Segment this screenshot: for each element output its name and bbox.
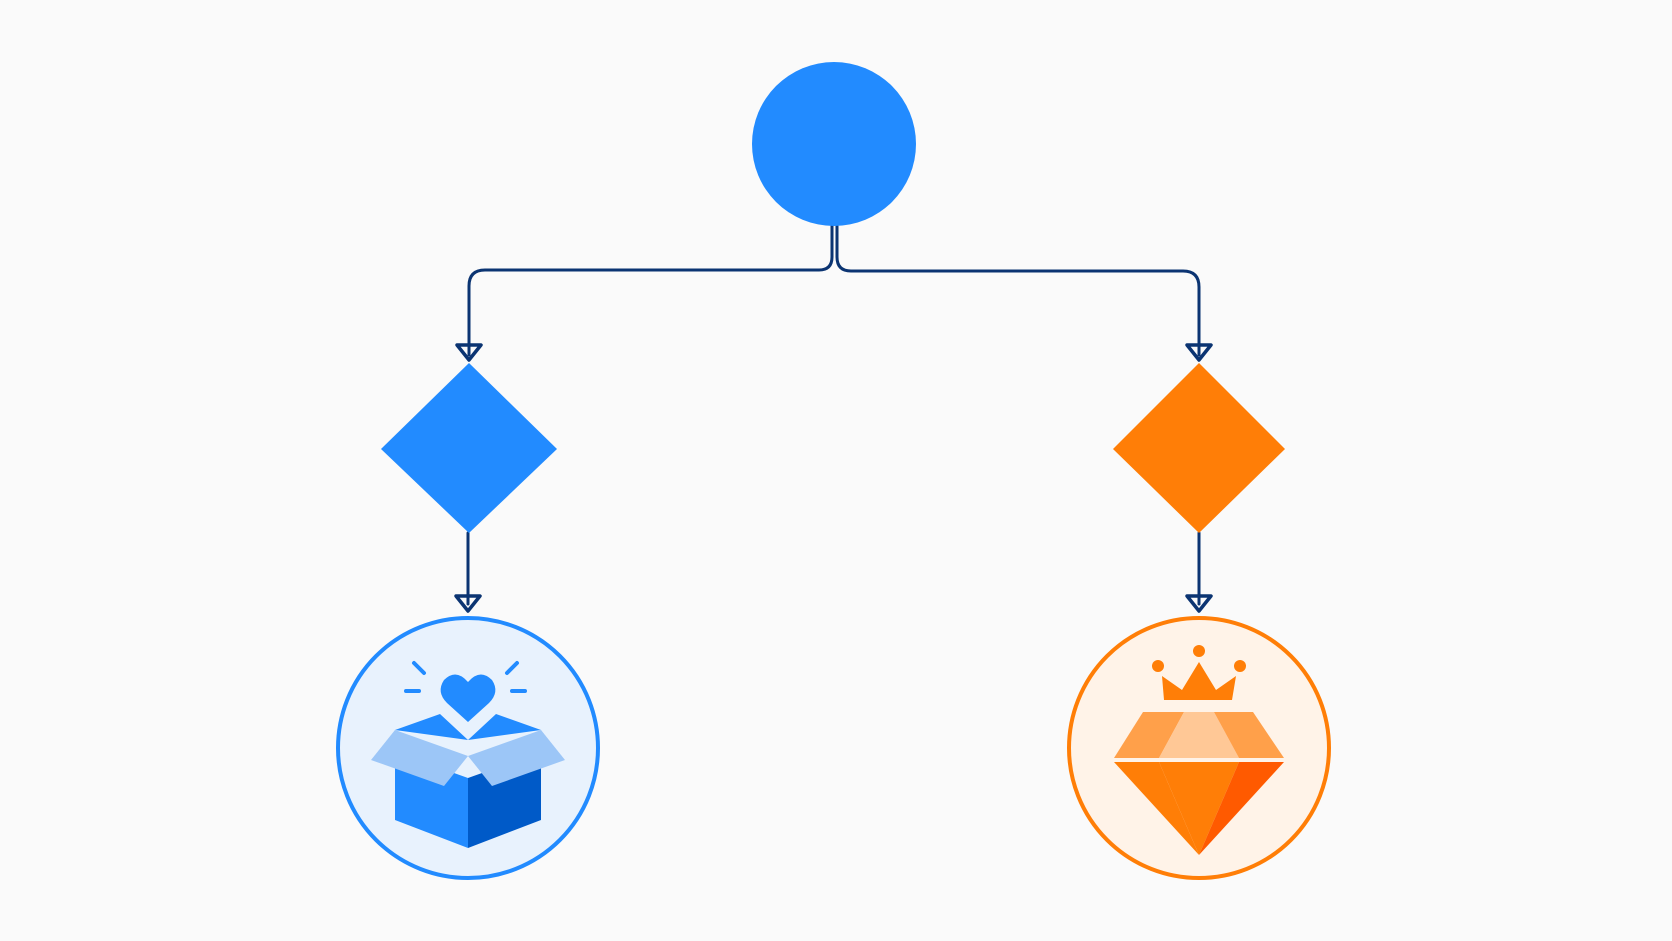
arrowhead-outcome-right xyxy=(1185,594,1213,613)
edge-start-to-decision-right xyxy=(835,224,1201,357)
crowned-diamond-icon xyxy=(1114,645,1284,855)
gift-box-heart-icon xyxy=(371,661,565,848)
arrowheads xyxy=(454,343,1213,613)
arrowhead-decision-right xyxy=(1185,343,1213,362)
arrowhead-decision-left xyxy=(455,343,483,362)
edge-start-to-decision-left xyxy=(467,224,834,357)
crown-icon xyxy=(1152,645,1246,700)
decision-node-right[interactable] xyxy=(1113,363,1285,533)
decision-node-left[interactable] xyxy=(381,363,557,533)
connectors xyxy=(466,224,1201,606)
arrowhead-outcome-left xyxy=(454,594,482,613)
start-node[interactable] xyxy=(752,62,916,226)
outcome-node-right[interactable] xyxy=(1067,616,1331,880)
outcome-node-left[interactable] xyxy=(336,616,600,880)
